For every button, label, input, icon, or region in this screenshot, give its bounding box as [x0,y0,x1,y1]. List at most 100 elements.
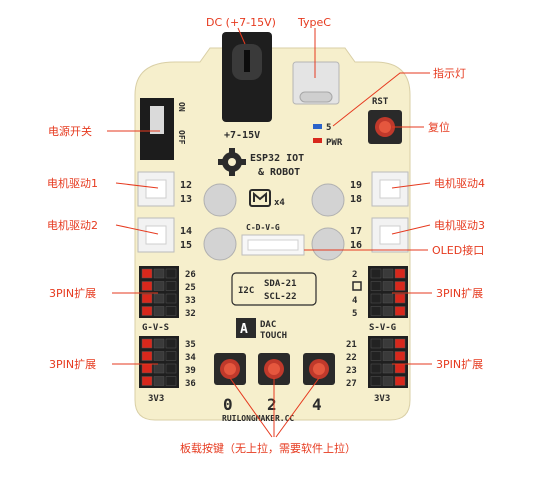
pin-13: 13 [180,194,192,205]
header-pin [395,294,405,303]
header-pin [383,352,393,361]
callout-power-switch: 电源开关 [48,124,92,138]
callout-buttons: 板载按键（无上拉，需要软件上拉） [180,441,356,455]
rst-label: RST [372,97,389,107]
pin-39: 39 [185,366,196,376]
board-title-2: & ROBOT [258,167,300,178]
header-pin [395,339,405,348]
pin-21: 21 [346,340,357,350]
header-pin [154,364,164,373]
header-pin [371,307,381,316]
motor1-connector [138,172,174,206]
header-pin [166,352,176,361]
header-pin [166,269,176,278]
callout-typec: TypeC [297,16,331,29]
callout-motor1: 电机驱动1 [47,176,98,190]
motor2-connector [138,218,174,252]
header-pin [142,307,152,316]
header-pin [166,364,176,373]
power-switch [140,98,174,160]
header-pin [166,282,176,291]
pin-19: 19 [350,180,362,191]
header-pin [371,269,381,278]
pwr-label: PWR [326,138,343,148]
pin-17: 17 [350,226,362,237]
svg-text:TOUCH: TOUCH [260,331,287,341]
header-pin [383,307,393,316]
pin-15: 15 [180,240,192,251]
header-pin [383,377,393,386]
header-pin [154,294,164,303]
svg-text:A: A [240,322,248,337]
pin-14: 14 [180,226,192,237]
header-pin [371,352,381,361]
motor3-connector [372,218,408,252]
board-title-1: ESP32 IOT [250,153,304,164]
pad [312,228,344,260]
pin-4: 4 [352,296,358,306]
header-pin [142,364,152,373]
header-pin [166,307,176,316]
header-pin [395,352,405,361]
pin-35: 35 [185,340,196,350]
header-pin [142,339,152,348]
v33-left-label: 3V3 [148,394,164,404]
header-pin [142,352,152,361]
pin-23: 23 [346,366,357,376]
header-pin [371,377,381,386]
header-pin [142,282,152,291]
pin-18: 18 [350,194,362,205]
header-pin [395,282,405,291]
callout-dc: DC (+7-15V) [206,16,276,29]
header-pin [371,294,381,303]
pin-33: 33 [185,296,196,306]
callout-pin3-right-top: 3PIN扩展 [436,286,483,300]
header-pin [142,294,152,303]
pin-25: 25 [185,283,196,293]
header-pin [166,377,176,386]
dc-jack [222,32,272,122]
onboard-button-4 [303,353,335,385]
header-pin [154,307,164,316]
svg-label: S-V-G [369,323,396,333]
callout-indicator: 指示灯 [433,66,466,80]
header-pin [154,339,164,348]
website-label: RUILONGMAKER.CC [222,414,294,423]
pin-2: 2 [352,270,357,280]
header-pin [142,269,152,278]
voltage-label: +7-15V [224,130,260,141]
motor4-connector [372,172,408,206]
pin-36: 36 [185,379,196,389]
callout-oled: OLED接口 [432,244,484,257]
off-label: OFF [177,130,186,145]
pin-22: 22 [346,353,357,363]
callout-reset: 复位 [428,120,450,134]
pin-34: 34 [185,353,196,363]
gvs-label: G-V-S [142,323,169,333]
pad [312,184,344,216]
sda-label: SDA-21 [264,279,297,289]
button-4-label: 4 [312,395,322,414]
pin-5: 5 [352,309,357,319]
header-pin [142,377,152,386]
onboard-button-0 [214,353,246,385]
led-5 [313,124,322,129]
header-pin [371,282,381,291]
header-pin [383,364,393,373]
header-pin [383,294,393,303]
button-0-label: 0 [223,395,233,414]
header-pin [166,339,176,348]
header-pin [383,339,393,348]
header-pin [383,269,393,278]
header-pin [154,269,164,278]
button-2-label: 2 [267,395,277,414]
callout-motor2: 电机驱动2 [47,218,98,232]
pin-32: 32 [185,309,196,319]
header-pin [371,339,381,348]
header-pin [154,377,164,386]
pad [204,228,236,260]
usb-typec-port [293,62,339,104]
pin-12: 12 [180,180,192,191]
header-pin [395,269,405,278]
